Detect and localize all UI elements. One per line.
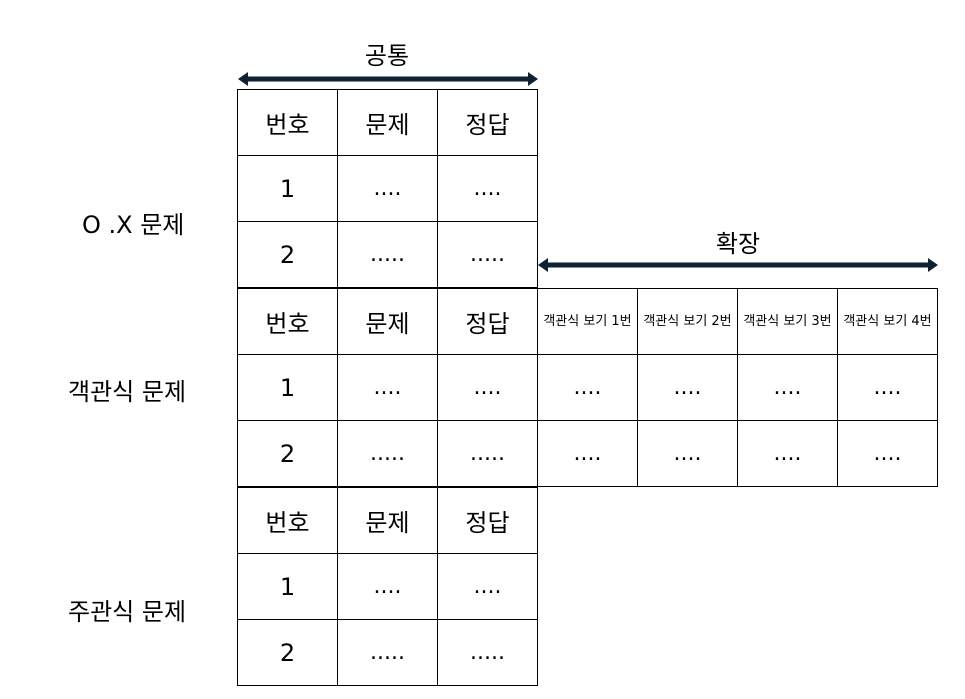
table-cell: .... [737,354,838,421]
table-cell: .... [837,354,938,421]
column-header-question: 문제 [337,487,438,554]
table-row: 2 ..... ..... [237,221,538,288]
table-row: 2 ..... ..... .... .... .... .... [237,420,938,487]
column-header-answer: 정답 [437,487,538,554]
extension-header-label: 확장 [715,230,761,258]
common-span-arrow [238,72,538,86]
table-cell: .... [537,354,638,421]
table-cell: 2 [237,221,338,288]
table-cell: 1 [237,354,338,421]
column-header-answer: 정답 [437,288,538,355]
table-cell: .... [437,553,538,620]
multiple-choice-header-row: 번호 문제 정답 객관식 보기 1번 객관식 보기 2번 객관식 보기 3번 객… [237,288,938,355]
ox-section-label: O .X 문제 [82,211,185,239]
table-cell: ..... [437,420,538,487]
table-cell: 1 [237,553,338,620]
table-cell: ..... [337,221,438,288]
table-cell: .... [737,420,838,487]
table-row: 1 .... .... [237,553,538,620]
multiple-choice-section-label: 객관식 문제 [68,378,187,406]
table-cell: ..... [337,619,438,686]
table-cell: .... [437,155,538,222]
column-header-option-4: 객관식 보기 4번 [837,288,938,355]
table-cell: 2 [237,619,338,686]
column-header-number: 번호 [237,288,338,355]
table-row: 1 .... .... .... .... .... .... [237,354,938,421]
table-cell: .... [537,420,638,487]
table-cell: 1 [237,155,338,222]
column-header-answer: 정답 [437,89,538,156]
table-cell: .... [337,155,438,222]
column-header-number: 번호 [237,89,338,156]
table-cell: .... [437,354,538,421]
column-header-question: 문제 [337,288,438,355]
table-cell: .... [337,553,438,620]
ox-table: 번호 문제 정답 1 .... .... 2 ..... ..... [237,89,538,288]
table-cell: .... [837,420,938,487]
table-cell: ..... [437,619,538,686]
table-cell: .... [337,354,438,421]
extension-span-arrow [538,258,938,272]
short-answer-section-label: 주관식 문제 [68,598,187,626]
table-row: 1 .... .... [237,155,538,222]
column-header-option-3: 객관식 보기 3번 [737,288,838,355]
table-cell: .... [637,420,738,487]
short-answer-header-row: 번호 문제 정답 [237,487,538,554]
short-answer-table: 번호 문제 정답 1 .... .... 2 ..... ..... [237,487,538,686]
table-cell: ..... [337,420,438,487]
multiple-choice-table: 번호 문제 정답 객관식 보기 1번 객관식 보기 2번 객관식 보기 3번 객… [237,288,938,487]
table-cell: .... [637,354,738,421]
column-header-option-1: 객관식 보기 1번 [537,288,638,355]
column-header-option-2: 객관식 보기 2번 [637,288,738,355]
table-row: 2 ..... ..... [237,619,538,686]
column-header-question: 문제 [337,89,438,156]
common-header-label: 공통 [364,42,410,70]
column-header-number: 번호 [237,487,338,554]
ox-header-row: 번호 문제 정답 [237,89,538,156]
table-cell: ..... [437,221,538,288]
table-cell: 2 [237,420,338,487]
